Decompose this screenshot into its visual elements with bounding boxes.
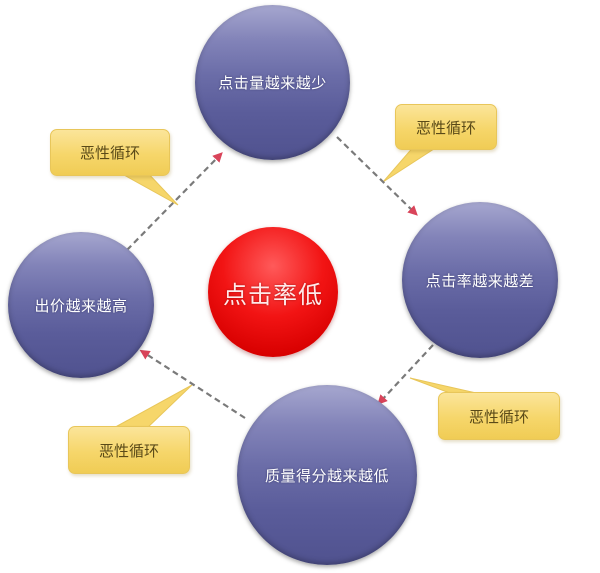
node-left-label: 出价越来越高 [34,296,128,315]
center-node-label: 点击率低 [223,280,323,309]
arrow-bottom-to-left [139,349,246,419]
callout-top-left: 恶性循环 [50,129,170,176]
callout-bottom-left: 恶性循环 [68,426,190,474]
node-right-label: 点击率越来越差 [425,271,535,290]
node-top-label: 点击量越来越少 [218,74,327,92]
node-bottom-label: 质量得分越来越低 [264,466,389,485]
arrow-right-to-bottom [377,344,434,405]
node-bottom: 质量得分越来越低 [237,385,417,565]
callout-tail-top-right [382,144,442,183]
callout-bottom-left-label: 恶性循环 [98,441,159,460]
arrow-top-to-right [336,136,418,216]
center-node: 点击率低 [208,227,338,357]
callout-top-right: 恶性循环 [395,104,497,150]
callout-top-right-label: 恶性循环 [415,118,476,137]
node-top: 点击量越来越少 [195,5,350,160]
callout-top-left-label: 恶性循环 [79,144,140,162]
callout-bottom-right-label: 恶性循环 [468,407,529,426]
node-right: 点击率越来越差 [402,202,558,358]
callout-bottom-right: 恶性循环 [438,392,560,440]
callout-tail-bottom-left [109,384,193,431]
node-left: 出价越来越高 [8,232,154,378]
arrow-left-to-top [126,152,223,251]
